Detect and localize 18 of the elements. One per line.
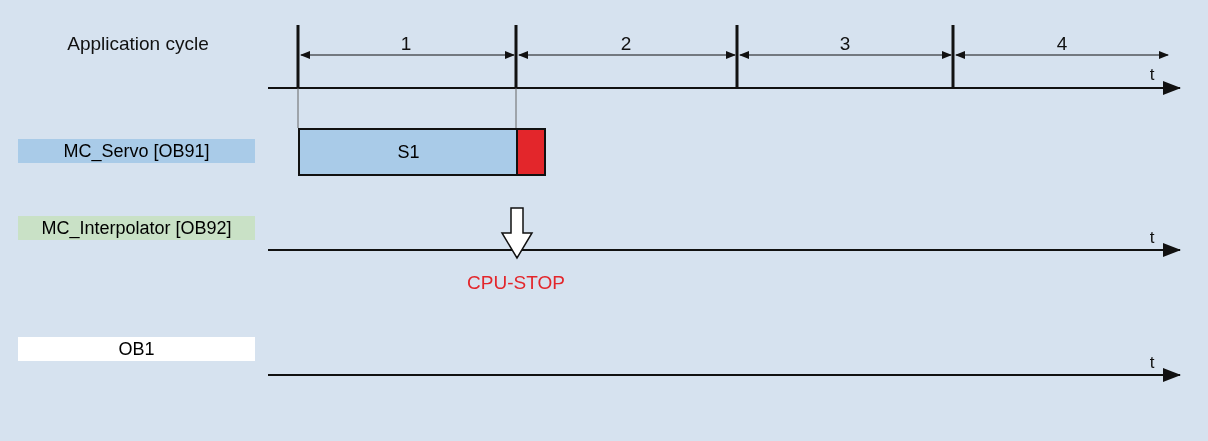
overrun-bar xyxy=(516,128,546,176)
task-name: OB1 xyxy=(118,338,155,360)
axis-label: t xyxy=(1149,65,1155,85)
task-name: MC_Interpolator [OB92] xyxy=(41,217,232,239)
execution-bar xyxy=(298,128,517,176)
stop-label: CPU-STOP xyxy=(467,272,565,294)
axis-label: t xyxy=(1149,228,1155,248)
cycle-number: 3 xyxy=(839,33,851,55)
cycle-number: 2 xyxy=(620,33,632,55)
task-label xyxy=(18,337,255,361)
axis-label: t xyxy=(1149,353,1155,373)
task-label xyxy=(18,139,255,163)
row-title: Application cycle xyxy=(67,33,209,55)
cycle-number: 1 xyxy=(400,33,412,55)
task-name: MC_Servo [OB91] xyxy=(63,140,210,162)
bar-label: S1 xyxy=(397,141,420,163)
task-label xyxy=(18,216,255,240)
cycle-number: 4 xyxy=(1056,33,1068,55)
